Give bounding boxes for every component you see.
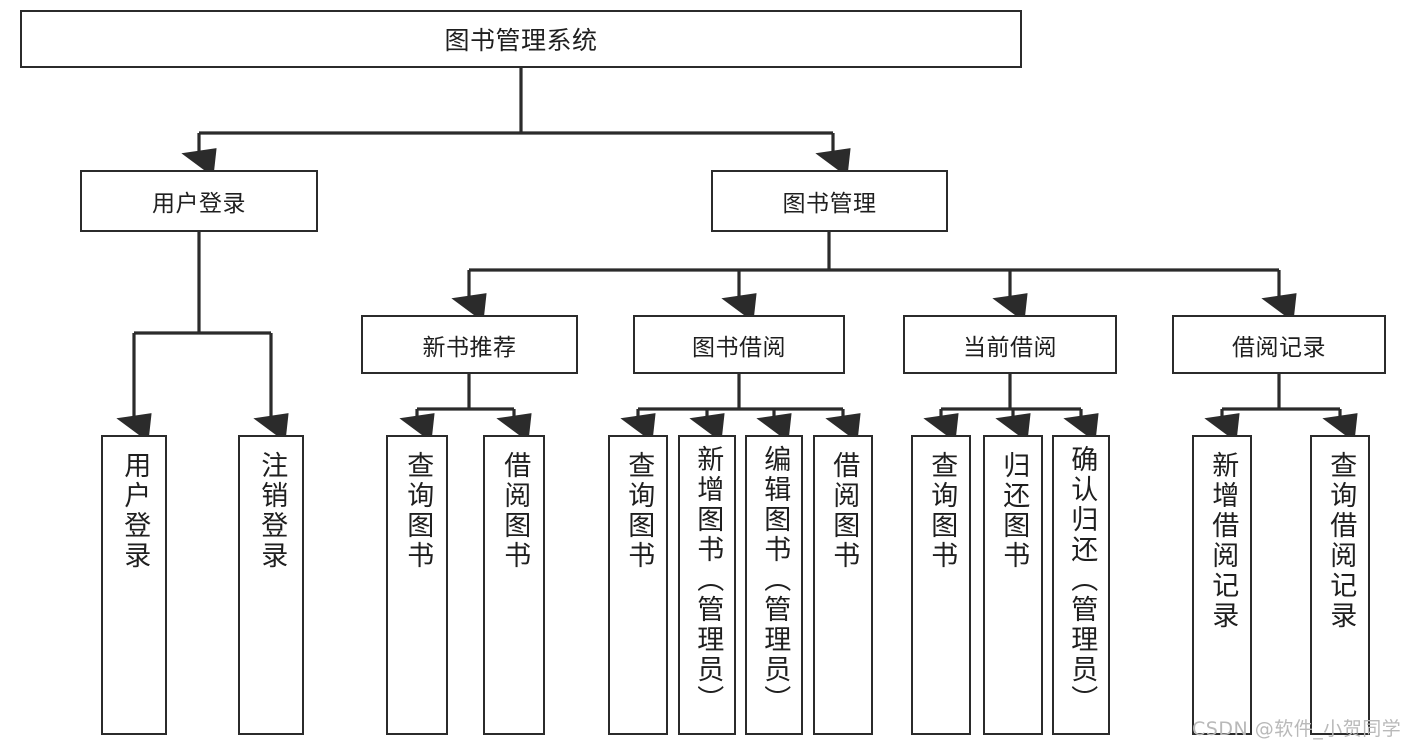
node-leaf-query-book-3[interactable]: 查询图书	[911, 435, 971, 735]
node-label: 查询借阅记录	[1325, 451, 1357, 631]
node-leaf-confirm-return[interactable]: 确认归还（管理员）	[1052, 435, 1110, 735]
node-root-system[interactable]: 图书管理系统	[20, 10, 1022, 68]
node-book-borrow[interactable]: 图书借阅	[633, 315, 845, 374]
node-leaf-user-logout[interactable]: 注销登录	[238, 435, 304, 735]
node-label: 新增图书（管理员）	[692, 445, 724, 715]
node-leaf-edit-book[interactable]: 编辑图书（管理员）	[745, 435, 803, 735]
node-leaf-user-login[interactable]: 用户登录	[101, 435, 167, 735]
node-label: 用户登录	[119, 451, 151, 571]
node-label: 查询图书	[623, 451, 655, 571]
node-label: 注销登录	[256, 451, 288, 571]
node-leaf-query-record[interactable]: 查询借阅记录	[1310, 435, 1370, 735]
node-label: 查询图书	[402, 451, 434, 571]
node-label: 新增借阅记录	[1207, 451, 1239, 631]
csdn-watermark: CSDN @软件_小贺同学	[1192, 718, 1402, 740]
node-borrow-records[interactable]: 借阅记录	[1172, 315, 1386, 374]
node-label: 新书推荐	[422, 334, 517, 361]
node-label: 归还图书	[998, 451, 1030, 571]
node-user-login[interactable]: 用户登录	[80, 170, 318, 232]
node-label: 借阅记录	[1232, 334, 1326, 361]
node-leaf-borrow-book-1[interactable]: 借阅图书	[483, 435, 545, 735]
node-leaf-query-book-2[interactable]: 查询图书	[608, 435, 668, 735]
node-leaf-add-book[interactable]: 新增图书（管理员）	[678, 435, 736, 735]
node-label: 借阅图书	[499, 451, 531, 571]
node-book-manage[interactable]: 图书管理	[711, 170, 948, 232]
node-label: 图书借阅	[692, 334, 786, 361]
node-label: 查询图书	[926, 451, 958, 571]
node-label: 确认归还（管理员）	[1066, 445, 1098, 715]
node-leaf-return-book[interactable]: 归还图书	[983, 435, 1043, 735]
node-leaf-add-record[interactable]: 新增借阅记录	[1192, 435, 1252, 735]
node-new-book-rec[interactable]: 新书推荐	[361, 315, 578, 374]
node-label: 用户登录	[152, 191, 246, 217]
node-label: 图书管理	[782, 191, 877, 217]
node-label: 当前借阅	[963, 334, 1057, 361]
node-leaf-borrow-book-2[interactable]: 借阅图书	[813, 435, 873, 735]
node-label: 图书管理系统	[444, 26, 598, 55]
node-label: 借阅图书	[828, 451, 860, 571]
node-leaf-query-book-1[interactable]: 查询图书	[386, 435, 448, 735]
node-current-borrow[interactable]: 当前借阅	[903, 315, 1117, 374]
node-label: 编辑图书（管理员）	[759, 445, 791, 715]
